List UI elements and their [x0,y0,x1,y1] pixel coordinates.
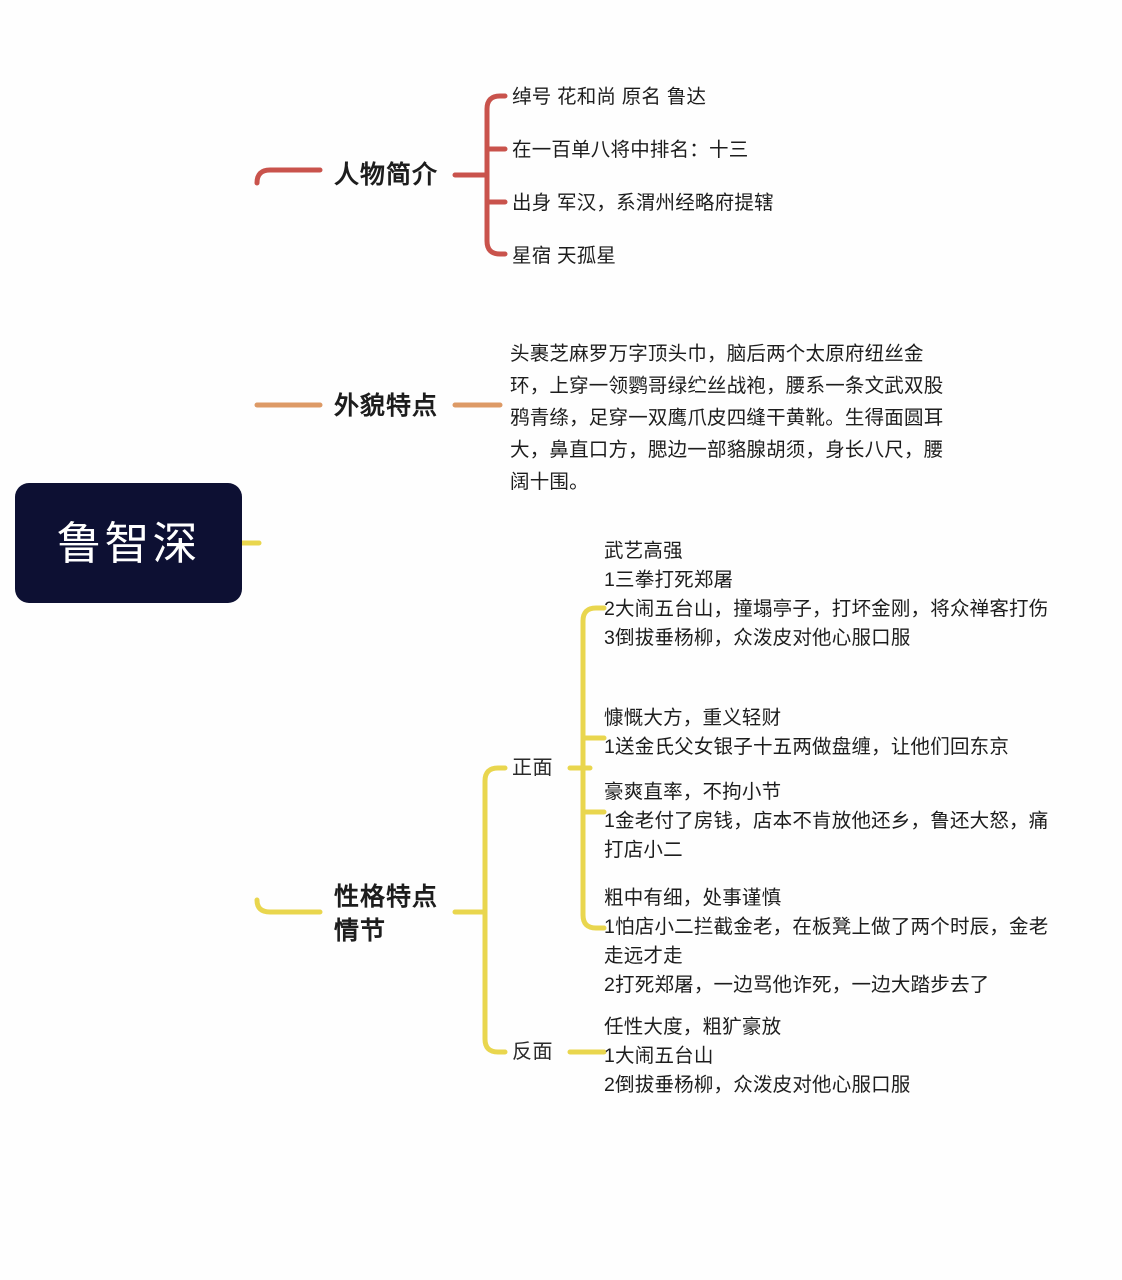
topic-intro[interactable]: 人物简介 [334,161,439,189]
leaf-positive-straightforward[interactable]: 豪爽直率，不拘小节 1金老付了房钱，店本不肯放他还乡，鲁还大怒，痛打店小二 [604,781,1049,861]
subtopic-negative[interactable]: 反面 [512,1041,553,1063]
positive-spine [580,605,607,931]
topic-appearance[interactable]: 外貌特点 [334,392,439,420]
character-spine [482,765,508,1055]
leaf-positive-generous[interactable]: 慷慨大方，重义轻财 1送金氏父女银子十五两做盘缠，让他们回东京 [604,707,1010,758]
leaf-intro-origin[interactable]: 出身 军汉，系渭州经略府提辖 [512,192,774,214]
leaf-intro-rank[interactable]: 在一百单八将中排名：十三 [512,139,749,161]
leaf-positive-martial[interactable]: 武艺高强 1三拳打死郑屠 2大闹五台山，撞塌亭子，打坏金刚，将众禅客打伤 3倒拔… [604,540,1049,649]
branch-arm-character [254,897,323,915]
subtopic-positive[interactable]: 正面 [512,757,553,779]
root-node[interactable]: 鲁智深 [15,483,242,603]
intro-spine [484,93,508,257]
root-label: 鲁智深 [56,517,201,569]
leaf-intro-star[interactable]: 星宿 天孤星 [512,245,617,267]
leaf-intro-nickname[interactable]: 绰号 花和尚 原名 鲁达 [512,86,707,108]
leaf-appearance-description[interactable]: 头裹芝麻罗万字顶头巾，脑后两个太原府纽丝金环，上穿一领鹦哥绿纻丝战袍，腰系一条文… [510,343,944,493]
leaf-negative-wild[interactable]: 任性大度，粗犷豪放 1大闹五台山 2倒拔垂杨柳，众泼皮对他心服口服 [604,1016,911,1096]
topic-character[interactable]: 性格特点 情节 [334,883,439,945]
branch-arm-intro [254,167,323,186]
leaf-positive-careful[interactable]: 粗中有细，处事谨慎 1怕店小二拦截金老，在板凳上做了两个时辰，金老走远才走 2打… [604,887,1049,996]
